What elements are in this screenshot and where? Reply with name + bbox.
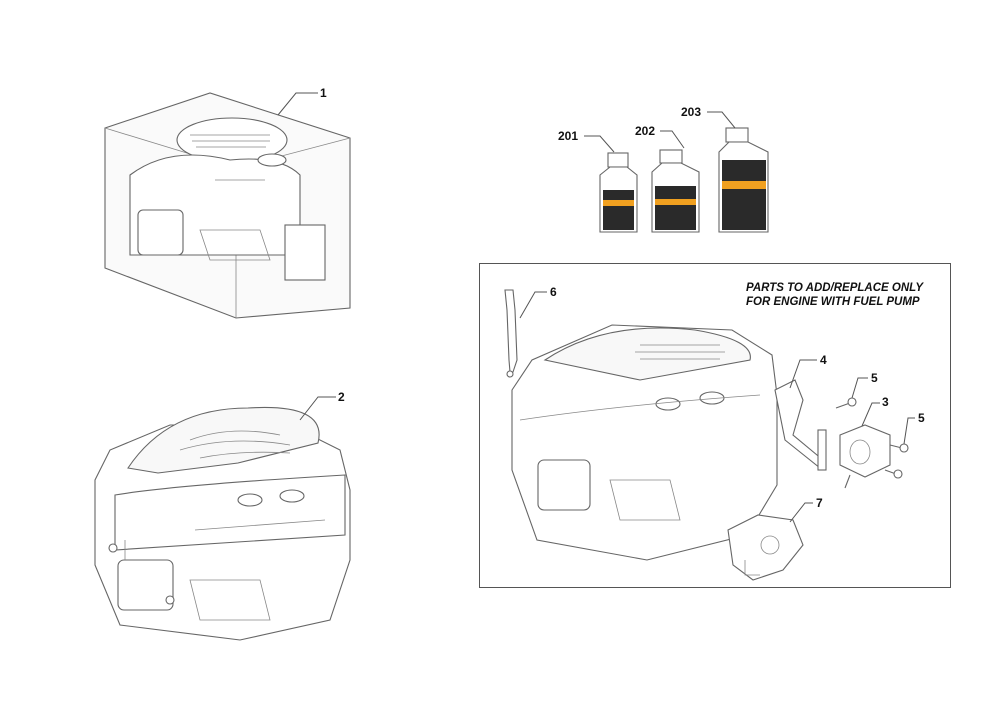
part-3-fuel-pump[interactable] [839, 424, 891, 489]
callout-203: 203 [681, 105, 702, 119]
callout-5-upper: 5 [871, 371, 878, 385]
callout-202: 202 [635, 124, 656, 138]
callout-1: 1 [320, 86, 327, 100]
callout-2: 2 [338, 390, 345, 404]
callout-3: 3 [882, 395, 889, 409]
fuel-pump-kit-frame [479, 263, 951, 588]
callout-5-lower: 5 [918, 411, 925, 425]
callout-6: 6 [550, 285, 557, 299]
part-6-dipstick-tube[interactable] [504, 289, 518, 378]
part-203-oil-bottle-large[interactable] [718, 127, 769, 233]
fuel-pump-note: PARTS TO ADD/REPLACE ONLY FOR ENGINE WIT… [746, 281, 923, 309]
leader-lines [277, 92, 915, 523]
part-5-screw-upper[interactable] [835, 397, 857, 409]
part-201-oil-bottle-small[interactable] [599, 152, 638, 233]
part-202-oil-bottle-medium[interactable] [651, 149, 700, 233]
callout-7: 7 [816, 496, 823, 510]
note-line-2: FOR ENGINE WITH FUEL PUMP [746, 296, 920, 308]
part-1-engine-assembly[interactable] [104, 92, 351, 319]
callout-201: 201 [558, 129, 579, 143]
callout-4: 4 [820, 353, 827, 367]
part-2-engine[interactable] [94, 406, 351, 641]
part-5-screw-lower[interactable] [884, 443, 909, 479]
part-7-carburetor[interactable] [727, 514, 804, 581]
note-line-1: PARTS TO ADD/REPLACE ONLY [746, 282, 923, 294]
part-4-bracket[interactable] [774, 379, 827, 471]
engine-reference [511, 324, 778, 561]
